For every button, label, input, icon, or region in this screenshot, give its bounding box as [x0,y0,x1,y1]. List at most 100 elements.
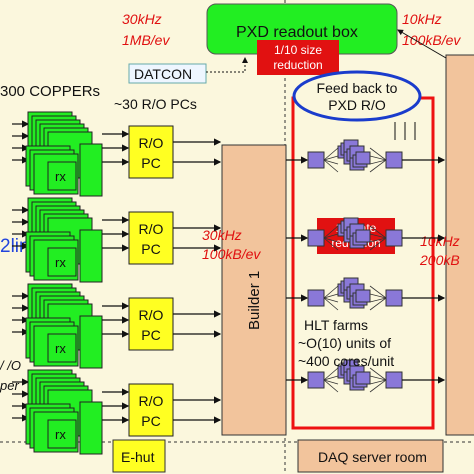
hlt-worker-node [355,289,371,303]
hlt-fan-line [323,233,339,239]
hlt-unit [286,277,446,311]
hlt-input-node [307,371,325,389]
hlt-fan-line [369,233,387,239]
ro-pcs-label: ~30 R/O PCs [114,96,197,112]
hlt-fan-line [323,285,339,299]
left-partial-1: / /O [0,358,21,373]
copper-side-box [79,143,103,197]
hlt-fan-line [323,237,339,251]
hlt-fan-line [369,297,387,303]
hlt-fan-line [369,159,387,173]
ro-pc-box [128,383,174,437]
rx-label: rx [55,255,66,270]
copper-side-box [79,401,103,455]
hlt-input-node [307,151,325,169]
pxd-link-arrow [397,29,447,59]
ro-pc-box [128,297,174,351]
hlt-fan-line [323,367,339,381]
ehut-box [112,439,166,473]
hlt-worker-node [355,371,371,385]
hlt-fan-line [369,225,387,239]
ehut-label: E-hut [121,449,155,465]
arrows-group [173,29,447,424]
hlt-fan-line [323,155,339,161]
hlt-fan-line [323,379,339,385]
hlt-fan-line [369,237,387,243]
ro-pc-label: R/O [139,135,164,151]
left-partial-2: per [0,378,19,393]
datcon-box [128,63,207,84]
copper-group: rx [12,369,130,455]
right-builder-column [445,54,474,436]
hlt-fan-line [369,375,387,381]
pxd-readout-label: PXD readout box [236,24,358,41]
rx-label: rx [55,169,66,184]
hlt-output-node [385,151,403,169]
hlt-fan-line [323,297,339,303]
hlt-input-node [307,229,325,247]
hlt-fan-line [323,225,339,239]
hlt-output-node [385,289,403,307]
rx-box [47,419,77,449]
hlt-fan-line [369,379,387,385]
hlt-fan-line [369,147,387,161]
hlt-fan-line [323,379,339,393]
size-reduction-box [257,40,339,75]
ro-pc-label: PC [141,241,160,257]
hlt-unit [286,139,446,173]
ro-pc-label: PC [141,413,160,429]
hlt-farms-label: HLT farms~O(10) units of~400 cores/unit [298,317,394,369]
copper-group: rx [12,197,130,283]
rx-box [47,333,77,363]
ro-pc-label: PC [141,155,160,171]
ro-pc-box [128,125,174,179]
datcon-label: DATCON [134,66,192,82]
ro-pc-box [128,211,174,265]
daq-room-box [297,439,444,473]
ro-pc-label: R/O [139,221,164,237]
event-builder-1 [221,144,287,436]
rx-box [47,161,77,191]
hlt-units [286,139,446,393]
copper-group: rx [12,111,130,197]
hlt-worker-node [355,151,371,165]
hlt-worker-node [355,229,371,243]
hlt-fan-line [323,297,339,311]
hlt-fan-line [323,147,339,161]
hlt-fan-line [369,155,387,161]
hlt-unit [286,217,446,251]
hlt-fan-line [369,159,387,165]
hlt-fan-line [323,375,339,381]
hlt-unit [286,359,446,393]
copper-group: rx [12,283,130,369]
hlt-output-node [385,229,403,247]
hlt-fan-line [323,237,339,243]
copper-groups: rx rx rx rx [12,111,130,455]
ro-pc-group: R/O PC R/O PC R/O PC R/O PC [128,125,174,437]
rx-box [47,247,77,277]
hlt-fan-line [369,379,387,393]
hlt-fan-line [323,159,339,165]
hlt-output-node [385,371,403,389]
hlt-fan-line [369,367,387,381]
ro-pc-label: R/O [139,393,164,409]
feedback-ellipse [292,70,422,122]
hlt-fan-line [369,297,387,311]
hlt-fan-line [323,159,339,173]
hlt-fan-line [369,285,387,299]
ro-pc-label: PC [141,327,160,343]
coppers-label: 300 COPPERs [0,83,100,100]
copper-side-box [79,315,103,369]
ro-pc-label: R/O [139,307,164,323]
copper-side-box [79,229,103,283]
hlt-fan-line [323,293,339,299]
builder-label: Builder 1 [246,271,263,330]
hlt-input-node [307,289,325,307]
rx-label: rx [55,427,66,442]
